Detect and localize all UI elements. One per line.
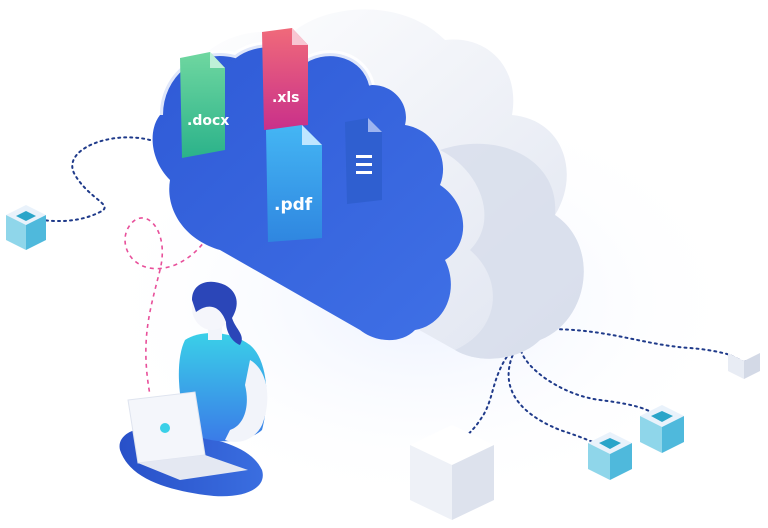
path-left-node bbox=[41, 136, 151, 222]
document-line-1 bbox=[356, 155, 372, 158]
file-docx-label: .docx bbox=[187, 113, 229, 129]
document-line-2 bbox=[356, 163, 372, 166]
person-torso bbox=[178, 333, 267, 442]
file-pdf-label: .pdf bbox=[274, 195, 313, 215]
xls-fold bbox=[292, 28, 308, 45]
path-mid-right-node bbox=[519, 344, 661, 419]
path-box-node bbox=[464, 351, 511, 439]
file-xls: .xls bbox=[262, 28, 308, 130]
node-cube-right-2 bbox=[588, 432, 632, 480]
docx-file-icon bbox=[180, 52, 225, 158]
laptop-logo-icon bbox=[160, 423, 170, 433]
file-pdf: .pdf bbox=[266, 125, 322, 242]
document-file-icon bbox=[345, 118, 382, 204]
person-arm bbox=[225, 360, 268, 442]
cloud-side-shade bbox=[440, 143, 584, 359]
xls-file-icon bbox=[262, 28, 308, 130]
person-with-laptop bbox=[119, 281, 268, 497]
pdf-file-icon bbox=[266, 125, 322, 242]
person-hair bbox=[192, 281, 242, 345]
laptop-base bbox=[138, 455, 248, 480]
path-right-node bbox=[529, 328, 749, 363]
network-paths bbox=[41, 136, 749, 451]
node-cube-left bbox=[6, 205, 46, 250]
node-cube-right-1 bbox=[640, 405, 684, 453]
document-line-3 bbox=[356, 171, 372, 174]
storage-box bbox=[410, 425, 494, 520]
file-xls-label: .xls bbox=[272, 90, 299, 106]
file-docx: .docx bbox=[180, 52, 229, 158]
pdf-fold bbox=[302, 125, 322, 145]
data-stream-path bbox=[124, 169, 229, 396]
file-document bbox=[345, 118, 382, 204]
docx-fold bbox=[210, 52, 225, 68]
node-cube-small bbox=[728, 345, 760, 379]
